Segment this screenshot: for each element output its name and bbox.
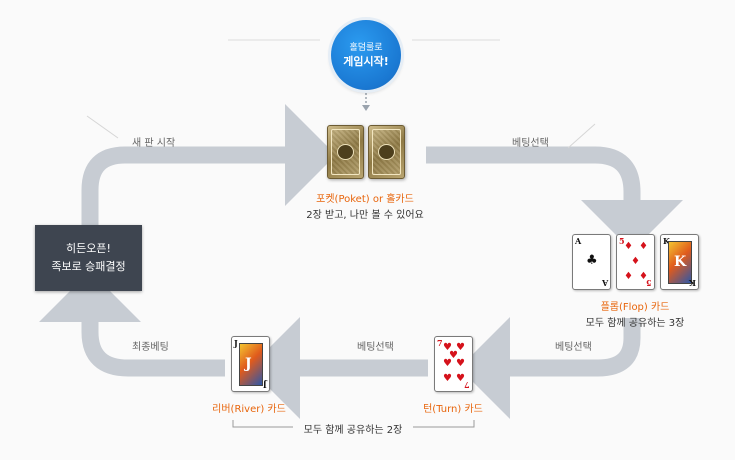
turn-card: 7 ♥ ♥ ♥ ♥ ♥ ♥ ♥ 7 [434, 336, 473, 392]
label-new-round: 새 판 시작 [132, 138, 176, 149]
diamond-suit-icon: ♦ [631, 256, 640, 267]
label-betting-1: 베팅선택 [512, 138, 549, 149]
turn-title: 턴(Turn) 카드 [423, 404, 483, 415]
card-rank: K [674, 254, 687, 270]
flop-title: 플롭(Flop) 카드 [600, 302, 670, 313]
diamond-suit-icon: ♦ [639, 241, 648, 252]
card-rank: K [689, 278, 696, 288]
card-rank: 5 [646, 278, 652, 288]
heart-suit-icon: ♥ [456, 358, 465, 369]
jack-face-icon: J [239, 343, 263, 386]
card-rank: J [263, 380, 267, 390]
diamond-suit-icon: ♦ [639, 271, 648, 282]
card-rank: A [601, 278, 608, 288]
card-rank: 7 [464, 380, 470, 390]
pocket-card-back-2 [368, 125, 405, 179]
heart-suit-icon: ♥ [443, 342, 452, 353]
label-betting-3: 베팅선택 [357, 342, 394, 353]
hidden-open-line-2: 족보로 승패결정 [51, 260, 126, 273]
card-rank: J [245, 356, 252, 372]
diamond-suit-icon: ♦ [624, 271, 633, 282]
card-back-icon [378, 144, 395, 160]
card-rank: J [234, 338, 238, 348]
card-rank: K [663, 236, 670, 246]
start-line-2: 게임시작! [343, 54, 389, 68]
club-suit-icon: ♣ [586, 253, 598, 268]
start-game-badge: 홀덤룰로 게임시작! [331, 20, 401, 90]
pocket-title: 포켓(Poket) or 홀카드 [316, 194, 414, 205]
start-line-1: 홀덤룰로 [349, 42, 383, 53]
heart-suit-icon: ♥ [449, 350, 458, 361]
hidden-open-box: 히든오픈! 족보로 승패결정 [35, 225, 142, 291]
heart-suit-icon: ♥ [456, 342, 465, 353]
arrow-new-round [81, 104, 336, 226]
arrow-to-flop [426, 146, 683, 251]
river-card: J J J [231, 336, 270, 392]
label-betting-2: 베팅선택 [555, 342, 592, 353]
shared-two-label: 모두 함께 공유하는 2장 [293, 421, 413, 436]
flop-card-2: 5 ♦ ♦ ♦ ♦ ♦ 5 [616, 234, 655, 290]
arrow-to-hidden [39, 271, 225, 377]
diamond-suit-icon: ♦ [624, 241, 633, 252]
pocket-desc: 2장 받고, 나만 볼 수 있어요 [306, 210, 424, 221]
heart-suit-icon: ♥ [443, 373, 452, 384]
hidden-open-line-1: 히든오픈! [66, 242, 111, 255]
arrow-to-turn [459, 317, 641, 419]
river-title: 리버(River) 카드 [212, 404, 286, 415]
heart-suit-icon: ♥ [456, 373, 465, 384]
heart-suit-icon: ♥ [443, 358, 452, 369]
card-rank: 5 [619, 236, 625, 246]
card-rank: 7 [437, 338, 443, 348]
flop-card-1: A ♣ A [572, 234, 611, 290]
flop-card-3: K K K [660, 234, 699, 290]
card-back-icon [337, 144, 354, 160]
flop-desc: 모두 함께 공유하는 3장 [585, 318, 685, 329]
pocket-card-back-1 [327, 125, 364, 179]
king-face-icon: K [668, 241, 692, 284]
card-rank: A [575, 236, 582, 246]
label-final-betting: 최종베팅 [132, 342, 169, 353]
